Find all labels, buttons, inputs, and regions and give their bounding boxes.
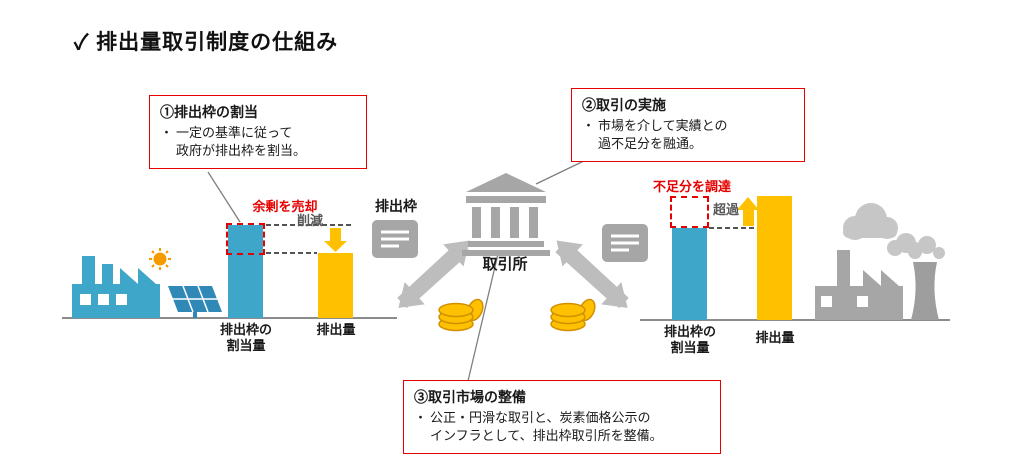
excess-label: 超過 (712, 202, 739, 217)
exchange-label: 取引所 (482, 256, 528, 273)
emission-bar-left (318, 253, 353, 318)
callout-allocation: ①排出枠の割当 ・ 一定の基準に従って 政府が排出枠を割当。 (149, 95, 367, 170)
callout-allocation-text: 一定の基準に従って 政府が排出枠を割当。 (176, 125, 307, 159)
bullet-marker: ・ (582, 118, 596, 133)
allocation-bar-left (228, 225, 263, 318)
callout-market-heading: ③取引市場の整備 (414, 389, 526, 405)
bullet-marker: ・ (160, 125, 174, 140)
emission-bar-right-label: 排出量 (755, 330, 795, 345)
cooling-tower-icon (908, 236, 945, 320)
trade-arrow-right-down-icon (555, 241, 628, 308)
factory-renewables-icon (72, 248, 222, 318)
sun-icon (149, 248, 171, 270)
excess-arrow-icon (737, 197, 759, 226)
callout-trading-text: 市場を介して実績との 過不足分を融通。 (598, 118, 728, 152)
callout-trading-heading: ②取引の実施 (582, 97, 666, 113)
permit-certificate-icon-left (372, 220, 418, 258)
callout-trading: ②取引の実施 ・ 市場を介して実績との 過不足分を融通。 (571, 88, 805, 163)
exchange-building-icon (462, 173, 550, 256)
emission-bar-right (757, 196, 792, 320)
coins-icon-right (550, 298, 596, 332)
factory-emissions-icon (815, 203, 945, 320)
page-title: ✓ 排出量取引制度の仕組み (74, 31, 339, 54)
emission-bar-left-label: 排出量 (316, 322, 356, 337)
callout-market-text: 公正・円滑な取引と、炭素価格公示の インフラとして、排出枠取引所を整備。 (430, 410, 663, 444)
bullet-marker: ・ (414, 410, 428, 425)
shortage-dashed-box (670, 196, 709, 228)
solar-panel-icon (168, 285, 222, 318)
callout-allocation-heading: ①排出枠の割当 (160, 104, 258, 120)
pointer-line-allocation (207, 171, 241, 223)
coins-icon-left (438, 298, 484, 332)
permit-certificate-icon-right (602, 224, 648, 262)
allocation-bar-left-label: 排出枠の 割当量 (219, 322, 272, 354)
surplus-dashed-box (226, 223, 265, 255)
permit-label: 排出枠 (375, 198, 417, 214)
allocation-bar-right (672, 228, 707, 320)
allocation-bar-right-label: 排出枠の 割当量 (663, 324, 716, 356)
pointer-line-market (467, 253, 499, 382)
callout-market: ③取引市場の整備 ・ 公正・円滑な取引と、炭素価格公示の インフラとして、排出枠… (403, 380, 721, 455)
trade-arrow-left-down-icon (398, 241, 471, 308)
reduction-label: 削減 (296, 213, 323, 228)
reduction-arrow-icon (324, 228, 347, 252)
shortage-label: 不足分を調達 (652, 179, 731, 194)
surplus-label: 余剰を売却 (252, 199, 318, 214)
